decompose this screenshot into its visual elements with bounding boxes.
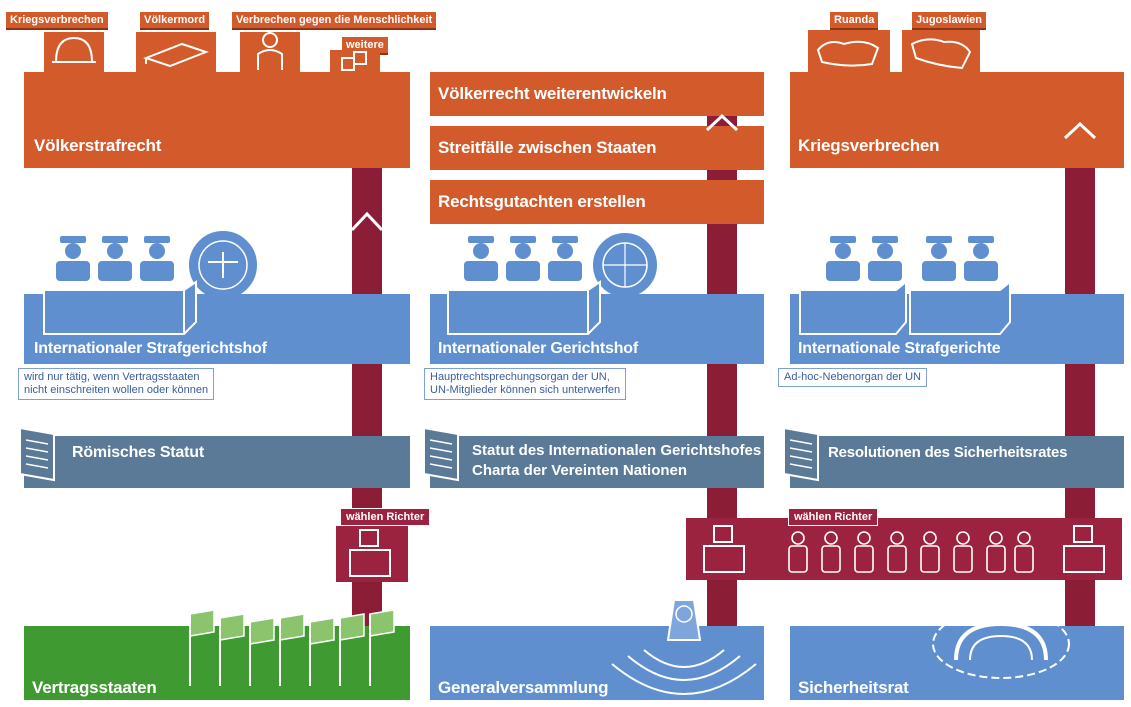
bones-icon [143,42,209,68]
court-label-icc: Internationaler Strafgerichtshof [34,340,267,357]
vote-tag-2: wählen Richter [788,508,879,526]
council-members-icon [788,531,1034,573]
flags-icon [189,609,395,686]
task-label-1: Völkerrecht weiterentwickeln [438,84,667,103]
icon-tile-person [240,32,300,72]
ballot-box-icon [349,529,391,577]
task-bar-1: Völkerrecht weiterentwickeln [430,72,764,116]
yugoslavia-map-icon [910,38,972,70]
court-label-tribunals: Internationale Strafgerichte [798,340,1001,357]
tag-jugoslawien: Jugoslawien [912,12,987,30]
rwanda-map-icon [816,40,880,67]
document-icon-3 [783,426,819,482]
generalversammlung-label: Generalversammlung [438,678,609,697]
sicherheitsrat-bar: Sicherheitsrat [790,626,1124,700]
court-label-icj: Internationaler Gerichtshof [438,340,638,357]
vote-band [686,518,1122,580]
assembly-hall-icon [611,599,757,695]
vote-box-1 [336,526,408,582]
kriegsverbrechen-bar: Kriegsverbrechen [790,72,1124,168]
tag-ruanda: Ruanda [830,12,879,30]
statute-label-1: Römisches Statut [72,444,204,461]
task-label-2: Streitfälle zwischen Staaten [438,138,657,157]
tag-verbrechen-menschlichkeit: Verbrechen gegen die Menschlichkeit [232,12,437,30]
statute-label-2-line-1: Statut des Internationalen Gerichtshofes [472,442,762,459]
voelkerstrafrecht-label: Völkerstrafrecht [34,136,162,155]
ballot-box-icon-3 [1063,525,1105,573]
document-icon [19,426,55,482]
court-note-icj-line-1: Hauptrechtsprechungsorgan der UN, [430,371,610,383]
judges-icon-3 [826,236,998,281]
court-note-icc-line-2: nicht einschreiten wollen oder können [24,384,209,396]
judges-icon-2 [464,236,582,281]
ballot-box-icon-2 [703,525,745,573]
vote-tag-1: wählen Richter [340,508,431,526]
court-note-icc-line-1: wird nur tätig, wenn Vertragsstaaten [24,371,200,383]
prisoner-icon [257,32,283,70]
tag-kriegsverbrechen: Kriegsverbrechen [6,12,108,30]
icon-tile-bones [136,32,216,72]
generalversammlung-bar: Generalversammlung [430,626,764,700]
up-arrow-icon-1 [350,211,384,232]
statute-bar-1: Römisches Statut [24,436,410,488]
council-table-icon [932,609,1070,679]
task-label-3: Rechtsgutachten erstellen [438,192,646,211]
voelkerstrafrecht-bar: Völkerstrafrecht [24,72,410,168]
blocks-icon [341,51,367,71]
judges-bench-3 [799,279,1011,335]
document-icon-2 [423,426,459,482]
up-arrow-icon-3 [1063,121,1097,140]
task-bar-2: Streitfälle zwischen Staaten [430,126,764,170]
tag-voelkermord: Völkermord [140,12,210,30]
judges-bench-2 [447,280,601,335]
statute-label-2-line-2: Charta der Vereinten Nationen [472,462,688,479]
judges-bench [43,280,197,335]
court-note-icj-line-2: UN-Mitglieder können sich unterwerfen [430,384,621,396]
statute-bar-2: Statut des Internationalen Gerichtshofes… [430,436,764,488]
judges-icon [56,236,174,281]
statute-bar-3: Resolutionen des Sicherheitsrates [790,436,1124,488]
statute-label-3: Resolutionen des Sicherheitsrates [828,444,1068,461]
court-note-icj: Hauptrechtsprechungsorgan der UN, UN-Mit… [424,368,627,400]
kriegsverbrechen-label: Kriegsverbrechen [798,136,940,155]
vertragsstaaten-label: Vertragsstaaten [32,678,157,697]
sicherheitsrat-label: Sicherheitsrat [798,678,909,697]
task-bar-3: Rechtsgutachten erstellen [430,180,764,224]
court-note-tribunals: Ad-hoc-Nebenorgan der UN [778,368,927,387]
helmet-icon [52,36,96,63]
court-note-icc: wird nur tätig, wenn Vertragsstaaten nic… [18,368,215,400]
up-arrow-icon-2 [705,113,739,132]
